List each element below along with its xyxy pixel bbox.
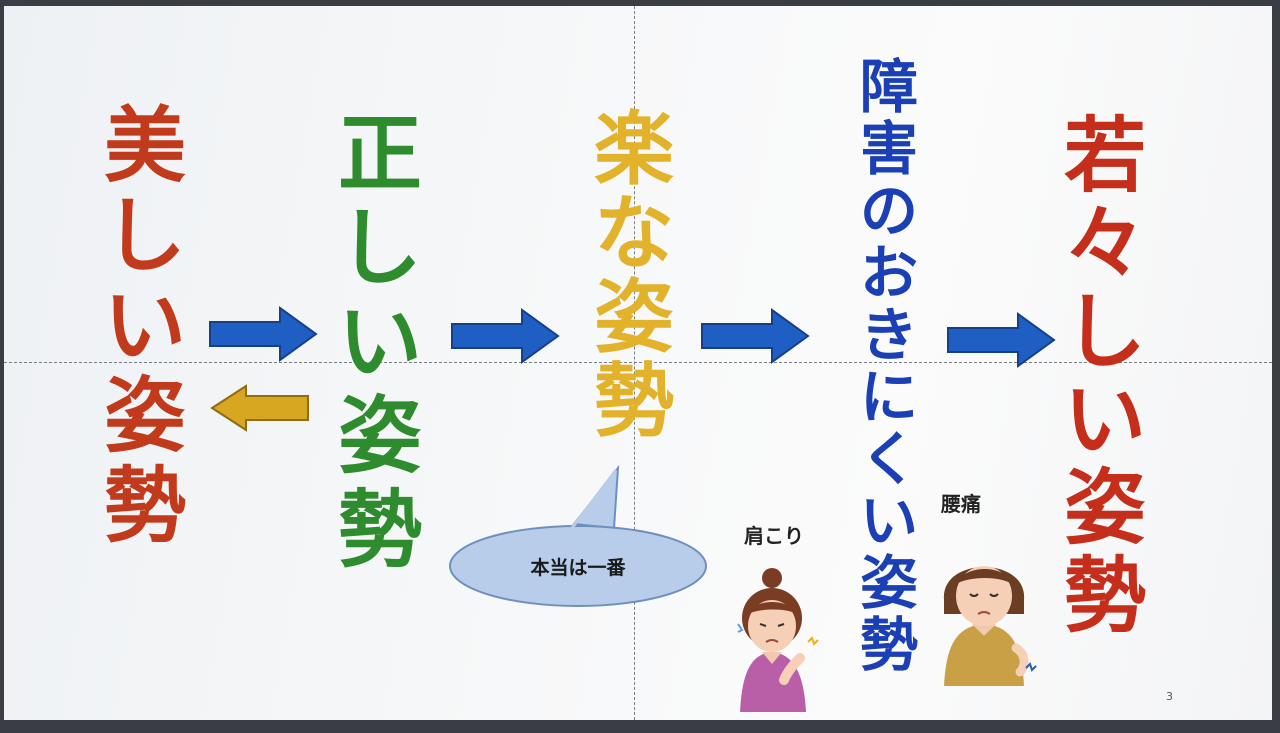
char: お [860, 239, 919, 307]
char: 楽 [594, 103, 674, 196]
char: 勢 [338, 481, 423, 579]
speech-bubble [449, 464, 707, 607]
char: 姿 [338, 387, 423, 485]
char: 害 [860, 115, 919, 183]
column-correct-posture: 正 し い 姿 勢 [338, 112, 422, 572]
right-arrow-3 [701, 308, 810, 364]
char: い [860, 487, 919, 555]
char: 姿 [1064, 461, 1147, 556]
right-arrow-1 [209, 306, 318, 362]
char: に [860, 363, 919, 431]
char: 姿 [594, 271, 674, 364]
char: き [860, 301, 919, 369]
column-easy-posture: 楽 な 姿 勢 [594, 110, 674, 442]
column-beautiful-posture: 美 し い 姿 勢 [104, 106, 186, 548]
label-shoulder-stiffness: 肩こり [744, 524, 804, 548]
char: 姿 [860, 549, 919, 617]
column-youthful-posture: 若 々 し い 姿 勢 [1064, 116, 1146, 638]
guide-line-vertical [634, 6, 635, 720]
char: く [860, 425, 919, 493]
woman-shoulder-pain-illustration [737, 568, 819, 712]
char: 勢 [104, 459, 187, 554]
char: の [860, 177, 919, 245]
slide: 美 し い 姿 勢 正 し い 姿 勢 楽 な 姿 勢 障 害 の お き に … [4, 6, 1272, 720]
column-trouble-free-posture: 障 害 の お き に く い 姿 勢 [860, 58, 918, 674]
char: 美 [104, 99, 187, 194]
char: 姿 [104, 369, 187, 464]
guide-line-horizontal [4, 362, 1272, 363]
right-arrow-2 [451, 308, 560, 364]
char: 正 [338, 105, 423, 203]
char: い [338, 293, 423, 391]
char: し [104, 189, 187, 284]
callout-text: 本当は一番 [530, 557, 626, 579]
char: 々 [1064, 197, 1147, 292]
left-arrow [210, 384, 309, 432]
page-number: 3 [1166, 690, 1173, 703]
right-arrow-4 [947, 312, 1056, 368]
char: し [338, 199, 423, 297]
char: い [104, 279, 187, 374]
char: 勢 [1064, 549, 1147, 644]
char: い [1064, 373, 1147, 468]
char: 勢 [594, 355, 674, 448]
char: な [594, 187, 674, 280]
woman-back-pain-illustration [943, 566, 1037, 686]
char: 勢 [860, 611, 919, 679]
char: 障 [860, 53, 919, 121]
label-back-pain: 腰痛 [941, 492, 981, 516]
char: 若 [1064, 109, 1147, 204]
char: し [1064, 285, 1147, 380]
